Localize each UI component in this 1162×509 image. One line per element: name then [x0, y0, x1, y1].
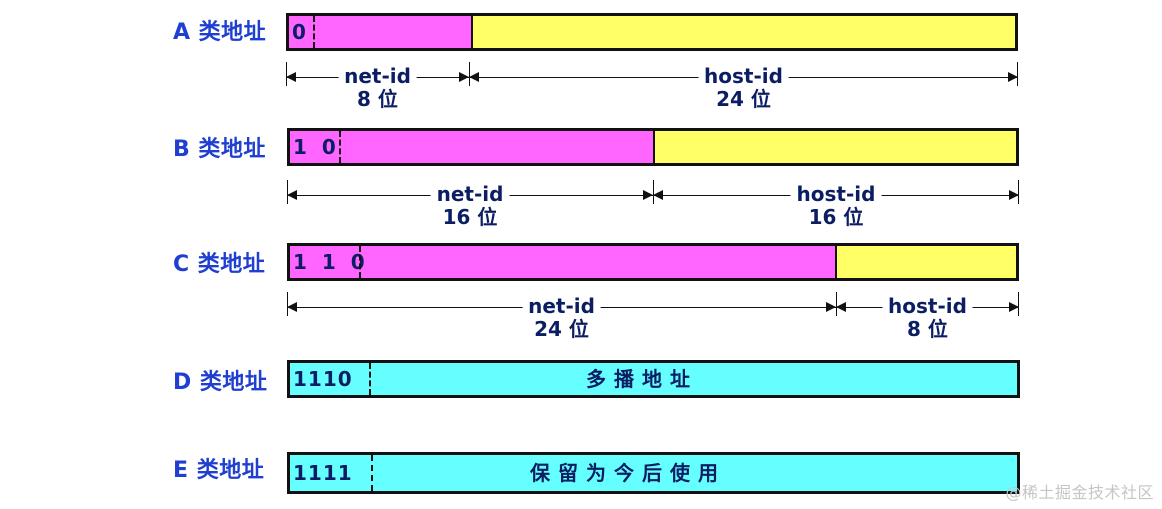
class-a-net-label: net-id 8 位	[338, 65, 417, 111]
class-c-net-segment: 1 1 0	[290, 246, 835, 278]
class-c-prefix: 1 1 0	[293, 250, 369, 274]
class-c-net-right-arrow	[826, 302, 836, 312]
class-c-label: C 类地址	[173, 252, 266, 277]
class-a-net-left-arrow	[286, 72, 296, 82]
class-b-net-label: net-id 16 位	[430, 183, 510, 229]
class-d-multicast-segment: 1110 多播地址	[290, 363, 1017, 395]
class-b-host-bits-text: 16 位	[808, 205, 864, 229]
class-b-host-right-arrow	[1009, 190, 1019, 200]
class-a-host-span: host-id 24 位	[469, 65, 1018, 111]
class-c-net-label: net-id 24 位	[522, 295, 601, 341]
class-c-host-left-arrow	[836, 302, 846, 312]
class-c-host-right-arrow	[1009, 302, 1019, 312]
class-a-label: A 类地址	[173, 20, 267, 45]
class-c-host-id-text: host-id	[882, 295, 973, 318]
class-d-multicast-text: 多播地址	[586, 367, 698, 391]
class-a-host-right-arrow	[1008, 72, 1018, 82]
class-a-prefix: 0	[292, 20, 310, 44]
class-a-host-label: host-id 24 位	[698, 65, 789, 111]
class-c-host-label: host-id 8 位	[882, 295, 973, 341]
class-a-net-segment: 0	[289, 16, 471, 48]
class-e-reserved-segment: 1111 保留为今后使用	[290, 455, 1017, 491]
class-b-host-id-text: host-id	[790, 183, 882, 206]
class-a-net-span: net-id 8 位	[286, 65, 469, 111]
class-d-label: D 类地址	[173, 370, 268, 395]
class-a-host-segment	[470, 16, 1015, 48]
class-a-net-bits-text: 8 位	[357, 87, 398, 111]
class-a-bar: 0	[286, 13, 1018, 51]
class-d-prefix-divider	[369, 363, 371, 395]
class-c-host-span: host-id 8 位	[836, 295, 1019, 341]
class-b-net-right-arrow	[643, 190, 653, 200]
watermark-text: @稀土掘金技术社区	[1005, 483, 1154, 502]
class-b-prefix: 1 0	[293, 135, 340, 159]
class-c-net-left-arrow	[287, 302, 297, 312]
class-a-host-left-arrow	[469, 72, 479, 82]
class-b-host-segment	[653, 131, 1016, 163]
class-d-bar: 1110 多播地址	[287, 360, 1020, 398]
class-c-net-span: net-id 24 位	[287, 295, 836, 341]
class-b-host-left-arrow	[653, 190, 663, 200]
class-d-prefix: 1110	[293, 367, 353, 391]
class-b-label: B 类地址	[173, 137, 266, 162]
class-b-bar: 1 0	[287, 128, 1019, 166]
class-c-host-segment	[834, 246, 1016, 278]
class-b-net-span: net-id 16 位	[287, 183, 653, 229]
class-c-measure: net-id 24 位 host-id 8 位	[287, 292, 1019, 352]
class-a-prefix-divider	[313, 16, 315, 48]
class-a-host-bits-text: 24 位	[716, 87, 771, 111]
class-e-prefix-divider	[371, 455, 373, 491]
class-c-prefix-divider	[359, 246, 361, 278]
class-b-net-id-text: net-id	[430, 183, 510, 206]
class-b-host-label: host-id 16 位	[790, 183, 882, 229]
class-a-host-id-text: host-id	[698, 65, 789, 88]
class-c-bar: 1 1 0	[287, 243, 1019, 281]
class-b-prefix-divider	[339, 131, 341, 163]
class-a-net-right-arrow	[459, 72, 469, 82]
class-c-net-bits-text: 24 位	[534, 317, 589, 341]
class-b-measure: net-id 16 位 host-id 16 位	[287, 180, 1019, 240]
class-e-reserved-text: 保留为今后使用	[530, 461, 726, 485]
class-b-net-bits-text: 16 位	[442, 205, 498, 229]
class-c-host-bits-text: 8 位	[907, 317, 948, 341]
class-b-net-segment: 1 0	[290, 131, 653, 163]
class-a-measure: net-id 8 位 host-id 24 位	[286, 62, 1018, 122]
class-b-host-span: host-id 16 位	[653, 183, 1019, 229]
class-c-net-id-text: net-id	[522, 295, 601, 318]
class-e-bar: 1111 保留为今后使用	[287, 452, 1020, 494]
class-b-net-left-arrow	[287, 190, 297, 200]
class-e-prefix: 1111	[293, 461, 353, 485]
class-e-label: E 类地址	[173, 458, 265, 483]
class-a-net-id-text: net-id	[338, 65, 417, 88]
